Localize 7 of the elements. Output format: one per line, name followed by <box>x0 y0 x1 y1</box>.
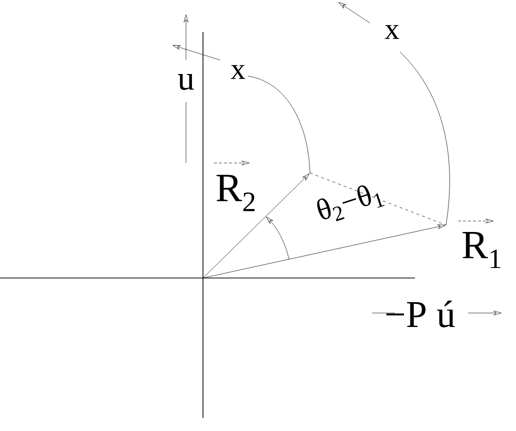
axis-label: u <box>178 74 194 90</box>
axis-label: x <box>384 25 400 39</box>
axis-label: R$_{2}$ <box>216 174 255 212</box>
axis-label: −P ú <box>386 300 455 328</box>
axis-label: θ$_{2}$−θ$_{1}$ <box>317 185 385 222</box>
axis-label: R$_{1}$ <box>462 232 500 268</box>
axis-label: x <box>230 65 246 79</box>
